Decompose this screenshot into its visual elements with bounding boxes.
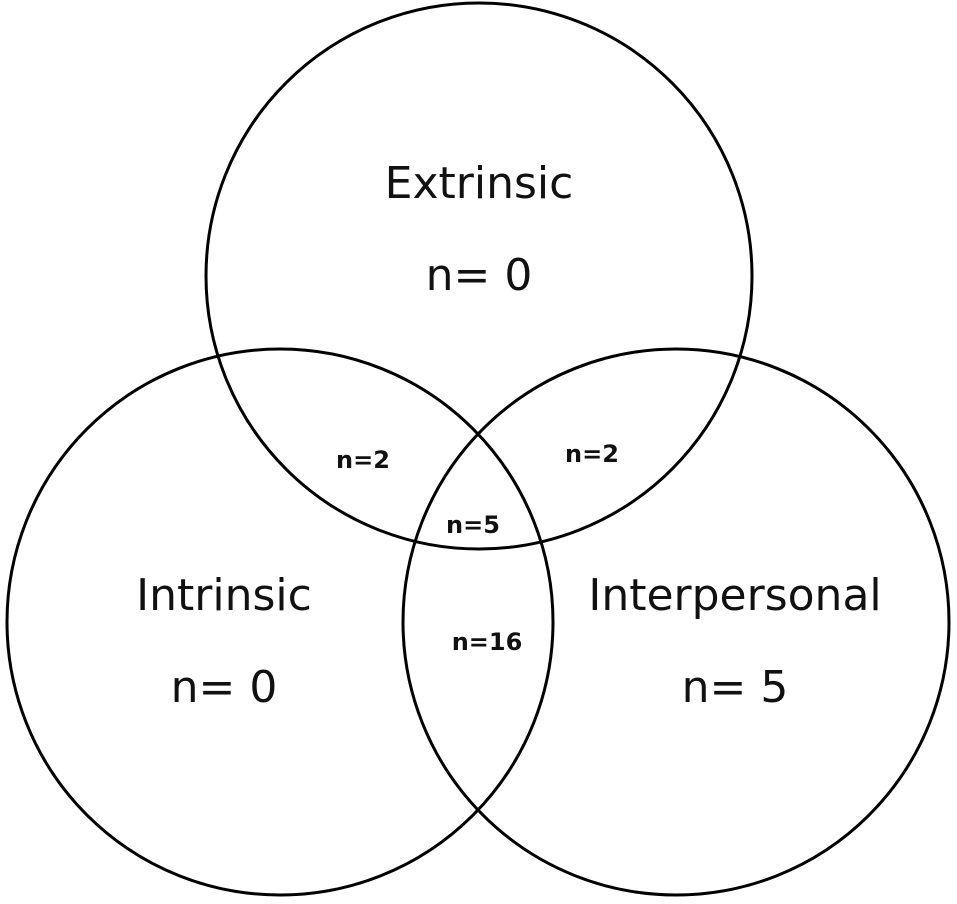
intrinsic-label: Intrinsic xyxy=(136,570,312,621)
intrinsic-circle xyxy=(5,347,555,897)
extrinsic-count: n= 0 xyxy=(426,250,533,301)
intrinsic-interpersonal-overlap-count: n=16 xyxy=(452,628,523,656)
extrinsic-circle xyxy=(204,1,754,551)
extrinsic-intrinsic-overlap-count: n=2 xyxy=(336,446,390,474)
extrinsic-label: Extrinsic xyxy=(385,158,574,209)
extrinsic-interpersonal-overlap-count: n=2 xyxy=(565,440,619,468)
all-three-overlap-count: n=5 xyxy=(446,511,500,539)
interpersonal-circle xyxy=(401,347,951,897)
interpersonal-label: Interpersonal xyxy=(588,570,881,621)
intrinsic-count: n= 0 xyxy=(171,662,278,713)
interpersonal-count: n= 5 xyxy=(682,662,789,713)
